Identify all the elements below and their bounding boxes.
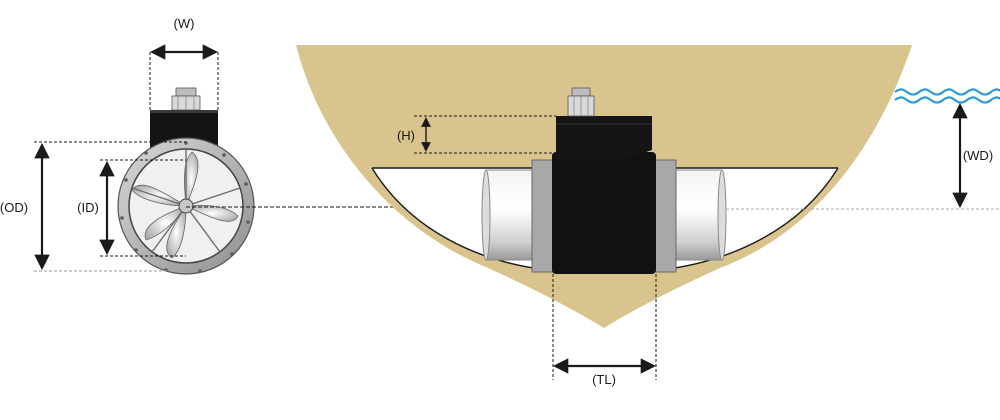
height-label: (H) xyxy=(397,128,415,143)
guard-grille xyxy=(131,149,241,253)
thruster-body xyxy=(552,152,656,274)
inner-diameter-dimension: (ID) xyxy=(77,159,186,257)
waterline-waves-icon xyxy=(894,88,1000,104)
tunnel-length-dimension: (TL) xyxy=(552,274,657,387)
width-label: (W) xyxy=(174,16,195,31)
tunnel-length-label: (TL) xyxy=(592,372,616,387)
motor-head xyxy=(556,116,652,162)
outer-diameter-label: (OD) xyxy=(0,200,28,215)
thruster-front-view-icon xyxy=(117,87,255,275)
width-dimension: (W) xyxy=(149,16,219,110)
water-depth-dimension: (WD) xyxy=(726,102,1000,210)
water-depth-label: (WD) xyxy=(963,148,993,163)
propeller xyxy=(131,151,239,259)
inner-diameter-label: (ID) xyxy=(77,200,99,215)
cable-gland-side xyxy=(567,87,595,117)
cable-gland xyxy=(171,87,201,111)
thruster-side-view-icon xyxy=(296,45,912,328)
outer-diameter-dimension: (OD) xyxy=(0,141,186,272)
height-dimension: (H) xyxy=(397,115,556,154)
